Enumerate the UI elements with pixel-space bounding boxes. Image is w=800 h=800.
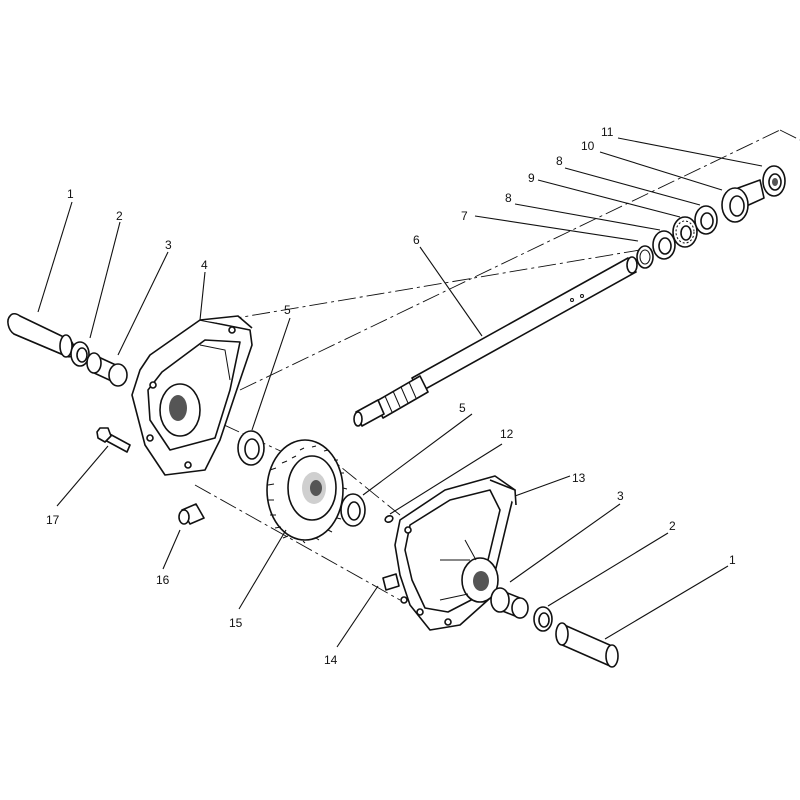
flanged-bushing xyxy=(721,179,765,223)
callout-5-upper: 5 xyxy=(284,303,291,317)
key-pin xyxy=(178,503,205,525)
washer-lower xyxy=(340,493,366,527)
callout-11: 11 xyxy=(601,125,614,139)
housing-left xyxy=(131,315,253,476)
washer-right xyxy=(533,606,553,632)
callout-1-right: 1 xyxy=(729,553,736,567)
pin-left xyxy=(7,312,76,358)
washer-upper xyxy=(237,430,265,466)
grease-fitting xyxy=(382,573,400,591)
callout-2-right: 2 xyxy=(669,519,676,533)
retaining-ring xyxy=(636,245,654,269)
small-key xyxy=(384,514,394,524)
bushing-right xyxy=(490,587,529,619)
callout-4: 4 xyxy=(201,258,208,272)
callout-2-left: 2 xyxy=(116,209,123,223)
callout-15: 15 xyxy=(229,616,243,630)
housing-right xyxy=(394,475,517,631)
callout-3-left: 3 xyxy=(165,238,172,252)
callout-10: 10 xyxy=(581,139,595,153)
callout-7: 7 xyxy=(461,209,468,223)
callout-16: 16 xyxy=(156,573,170,587)
thrust-bearing xyxy=(672,216,698,248)
callout-9: 9 xyxy=(528,171,535,185)
bolt xyxy=(96,427,131,453)
callout-14: 14 xyxy=(324,653,338,667)
bushing-left xyxy=(86,352,128,387)
bearing-right xyxy=(762,165,786,197)
worm-shaft xyxy=(353,256,638,427)
callout-6: 6 xyxy=(413,233,420,247)
leader-lines xyxy=(37,137,763,648)
thrust-washer-a xyxy=(652,230,676,260)
pin-right xyxy=(555,622,619,668)
callout-1-left: 1 xyxy=(67,187,74,201)
worm-gear xyxy=(266,439,348,544)
callout-5-lower: 5 xyxy=(459,401,466,415)
thrust-washer-b xyxy=(694,205,718,235)
callout-13: 13 xyxy=(572,471,586,485)
washer-left xyxy=(70,341,90,367)
callout-3-right: 3 xyxy=(617,489,624,503)
callout-labels: 1 2 3 4 5 6 7 8 9 8 10 11 5 12 13 3 2 1 … xyxy=(46,125,736,667)
callout-8-lower: 8 xyxy=(505,191,512,205)
callout-8-upper: 8 xyxy=(556,154,563,168)
callout-12: 12 xyxy=(500,427,514,441)
callout-17: 17 xyxy=(46,513,60,527)
